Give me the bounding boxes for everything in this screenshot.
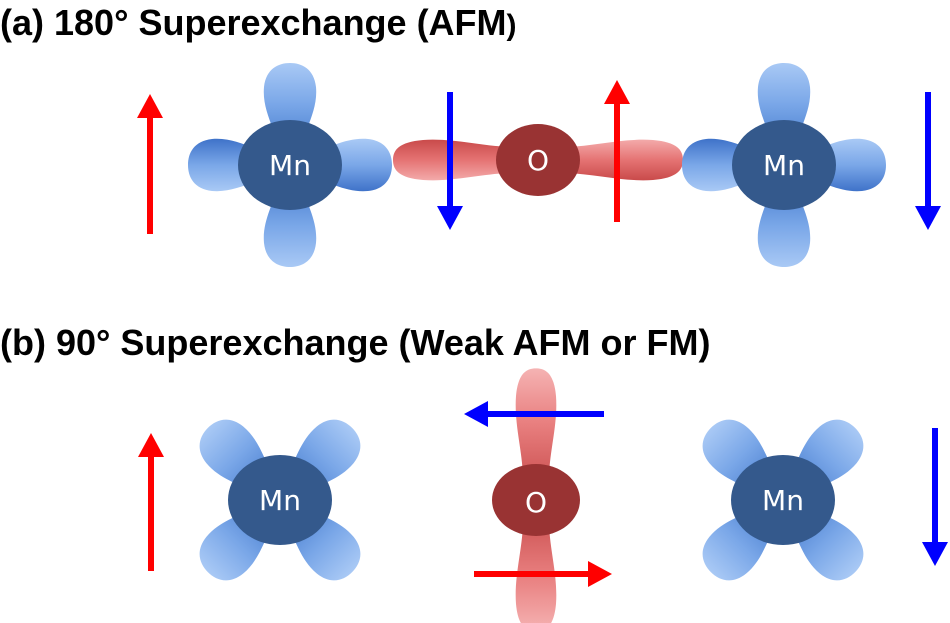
mn-atom-right-a: Mn	[682, 63, 886, 267]
mn-core	[732, 120, 836, 210]
mn-label: Mn	[762, 484, 804, 517]
o-core	[492, 464, 580, 536]
spin-up-arrow-icon	[138, 433, 164, 571]
panel-a-title: (a) 180° Superexchange (AFM)	[0, 2, 517, 44]
spin-up-arrow-icon	[137, 94, 163, 234]
o-atom-b: O	[492, 368, 580, 623]
mn-label: Mn	[763, 149, 805, 182]
o-label: O	[525, 486, 547, 519]
spin-down-arrow-icon	[915, 92, 941, 230]
mn-label: Mn	[269, 149, 311, 182]
o-label: O	[527, 144, 549, 177]
panel-b-title: (b) 90° Superexchange (Weak AFM or FM)	[0, 322, 711, 363]
panel-a-title-text: (a) 180° Superexchange (AFM	[0, 2, 507, 43]
mn-atom-left-b: Mn	[189, 409, 371, 591]
spin-up-arrow-icon	[604, 80, 630, 222]
panel-a-title-paren: )	[506, 9, 517, 42]
spin-left-arrow-icon	[464, 401, 604, 427]
o-core	[496, 124, 580, 196]
mn-core	[238, 120, 342, 210]
spin-down-arrow-icon	[922, 428, 948, 566]
mn-core	[731, 455, 835, 545]
mn-core	[228, 455, 332, 545]
o-atom-a: O	[393, 124, 683, 196]
spin-down-arrow-icon	[437, 92, 463, 230]
spin-right-arrow-icon	[474, 561, 612, 587]
mn-label: Mn	[259, 484, 301, 517]
mn-atom-right-b: Mn	[692, 409, 874, 591]
mn-atom-left-a: Mn	[188, 63, 392, 267]
